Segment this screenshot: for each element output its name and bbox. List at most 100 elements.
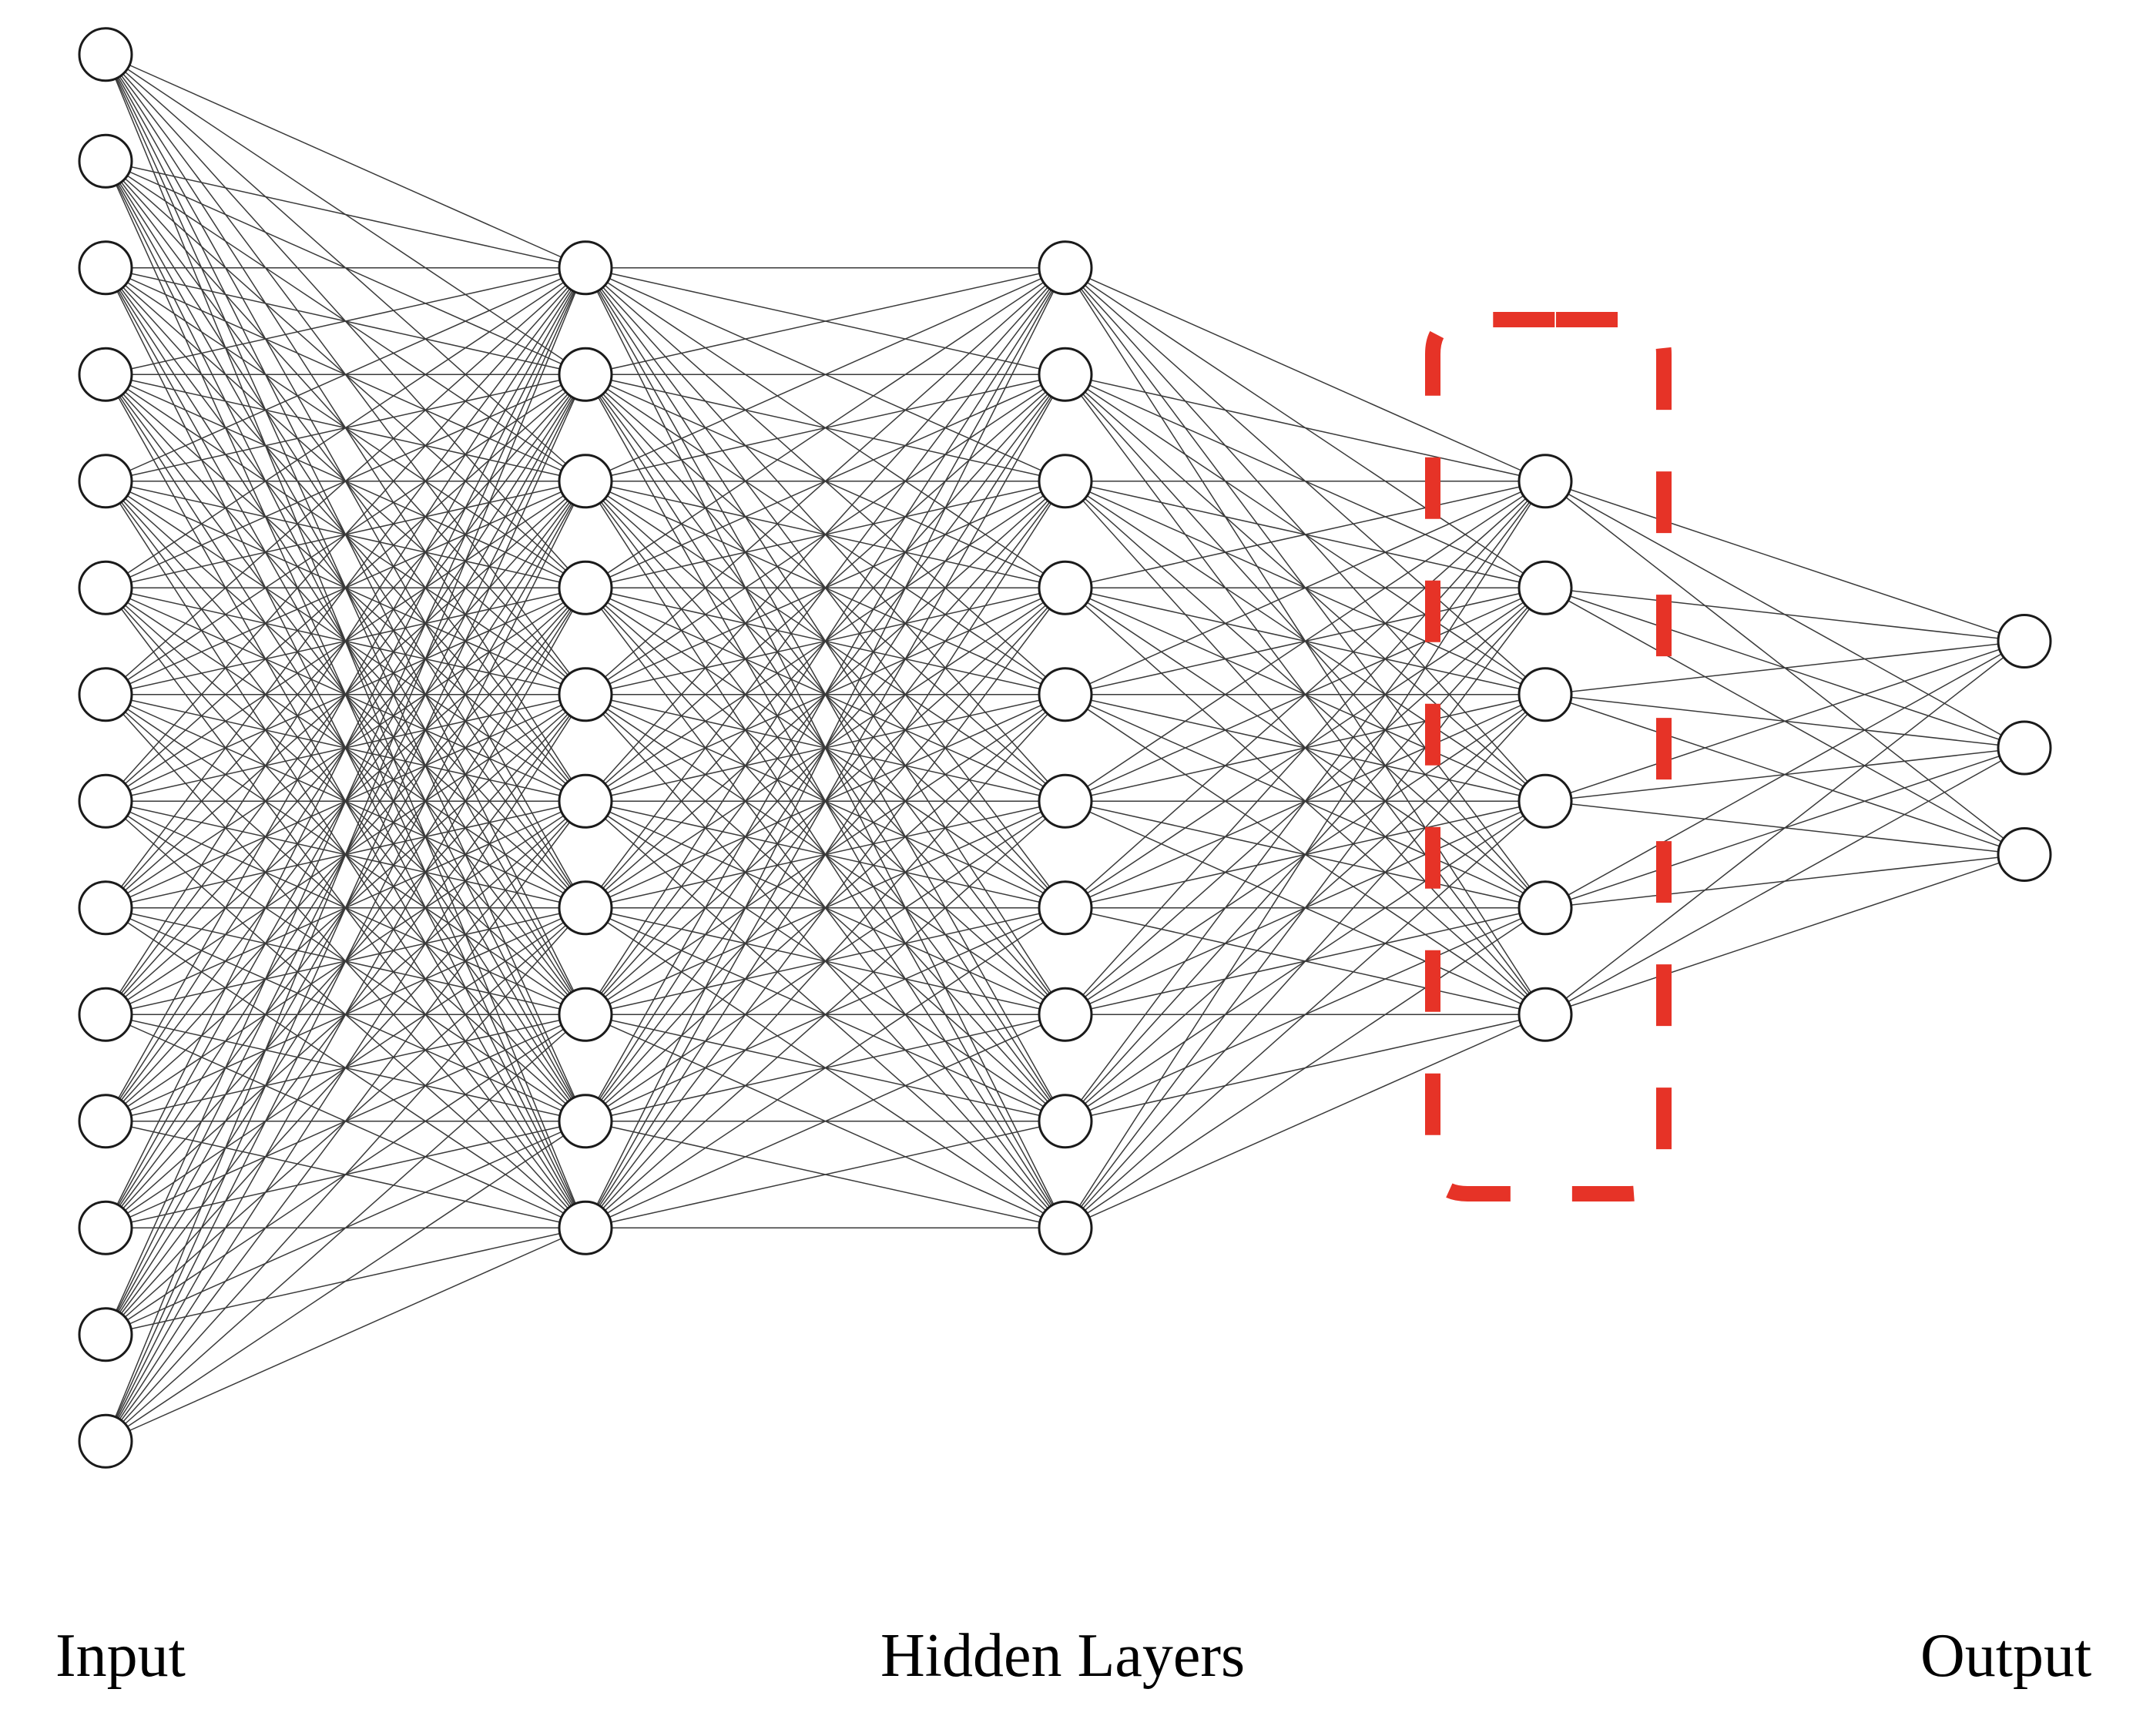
edge-hidden-1-9-to-hidden-2-5 bbox=[585, 800, 1066, 1228]
edge-hidden-3-5-to-output-2 bbox=[1544, 853, 2025, 1015]
neuron-input-3 bbox=[78, 347, 133, 402]
neuron-hidden-1-8 bbox=[558, 1094, 613, 1149]
edge-hidden-2-7-to-hidden-3-0 bbox=[1065, 481, 1546, 1015]
edge-hidden-3-4-to-output-0 bbox=[1544, 640, 2025, 909]
neuron-hidden-1-9 bbox=[558, 1200, 613, 1255]
neuron-input-7 bbox=[78, 773, 133, 829]
connections bbox=[105, 54, 2025, 1442]
edge-input-8-to-hidden-1-0 bbox=[105, 267, 586, 909]
edge-hidden-2-0-to-hidden-3-0 bbox=[1065, 267, 1546, 482]
edge-hidden-1-6-to-hidden-2-0 bbox=[585, 267, 1066, 909]
edge-input-9-to-hidden-1-0 bbox=[105, 267, 586, 1015]
neuron-hidden-3-5 bbox=[1518, 987, 1573, 1042]
neuron-hidden-3-0 bbox=[1518, 454, 1573, 509]
edge-hidden-2-9-to-hidden-3-2 bbox=[1065, 694, 1546, 1228]
input-label: Input bbox=[55, 1622, 186, 1690]
edge-hidden-1-8-to-hidden-2-0 bbox=[585, 267, 1066, 1122]
edge-input-1-to-hidden-1-0 bbox=[105, 160, 586, 269]
neuron-hidden-2-9 bbox=[1038, 1200, 1093, 1255]
edge-input-10-to-hidden-1-0 bbox=[105, 267, 586, 1122]
neuron-hidden-1-7 bbox=[558, 987, 613, 1042]
neuron-input-13 bbox=[78, 1413, 133, 1469]
neuron-input-11 bbox=[78, 1200, 133, 1255]
edge-hidden-1-9-to-hidden-2-1 bbox=[585, 374, 1066, 1228]
neuron-output-2 bbox=[1997, 827, 2052, 882]
edge-hidden-2-9-to-hidden-3-3 bbox=[1065, 800, 1546, 1228]
edge-input-11-to-hidden-1-0 bbox=[105, 267, 586, 1228]
neuron-hidden-2-0 bbox=[1038, 240, 1093, 296]
edge-hidden-2-6-to-hidden-3-0 bbox=[1065, 481, 1546, 909]
edge-hidden-2-8-to-hidden-3-0 bbox=[1065, 481, 1546, 1122]
edge-hidden-1-9-to-hidden-2-0 bbox=[585, 267, 1066, 1228]
neuron-input-8 bbox=[78, 880, 133, 936]
neuron-hidden-3-1 bbox=[1518, 560, 1573, 615]
neuron-hidden-1-5 bbox=[558, 773, 613, 829]
edge-hidden-3-1-to-output-0 bbox=[1544, 587, 2025, 642]
edge-hidden-3-0-to-output-0 bbox=[1544, 481, 2025, 642]
neurons bbox=[78, 27, 2052, 1469]
edge-hidden-2-9-to-hidden-3-5 bbox=[1065, 1014, 1546, 1228]
edge-input-13-to-hidden-1-6 bbox=[105, 907, 586, 1442]
neuron-hidden-1-3 bbox=[558, 560, 613, 615]
edge-input-13-to-hidden-1-7 bbox=[105, 1014, 586, 1442]
edge-input-13-to-hidden-1-0 bbox=[105, 267, 586, 1442]
neuron-input-1 bbox=[78, 133, 133, 189]
neuron-hidden-3-2 bbox=[1518, 667, 1573, 722]
neuron-hidden-3-4 bbox=[1518, 880, 1573, 936]
neuron-hidden-2-3 bbox=[1038, 560, 1093, 615]
edge-hidden-2-9-to-hidden-3-0 bbox=[1065, 481, 1546, 1228]
edge-input-13-to-hidden-1-9 bbox=[105, 1227, 586, 1442]
edge-hidden-1-4-to-hidden-2-0 bbox=[585, 267, 1066, 695]
edge-hidden-3-5-to-output-1 bbox=[1544, 747, 2025, 1015]
neuron-input-6 bbox=[78, 667, 133, 722]
edge-hidden-2-5-to-hidden-3-0 bbox=[1065, 481, 1546, 802]
neuron-input-5 bbox=[78, 560, 133, 615]
edge-hidden-3-2-to-output-0 bbox=[1544, 640, 2025, 695]
neuron-input-4 bbox=[78, 454, 133, 509]
neuron-hidden-3-3 bbox=[1518, 773, 1573, 829]
neuron-hidden-2-4 bbox=[1038, 667, 1093, 722]
edge-input-5-to-hidden-1-0 bbox=[105, 267, 586, 588]
edge-input-13-to-hidden-1-8 bbox=[105, 1121, 586, 1442]
edge-hidden-1-3-to-hidden-2-0 bbox=[585, 267, 1066, 588]
neuron-hidden-2-1 bbox=[1038, 347, 1093, 402]
edge-input-3-to-hidden-1-0 bbox=[105, 267, 586, 375]
edge-hidden-2-3-to-hidden-3-0 bbox=[1065, 481, 1546, 588]
edge-hidden-1-5-to-hidden-2-0 bbox=[585, 267, 1066, 802]
edge-hidden-1-9-to-hidden-2-3 bbox=[585, 587, 1066, 1228]
edge-input-13-to-hidden-1-5 bbox=[105, 800, 586, 1442]
neuron-hidden-1-4 bbox=[558, 667, 613, 722]
output-label: Output bbox=[1920, 1622, 2092, 1690]
neuron-hidden-1-2 bbox=[558, 454, 613, 509]
edge-hidden-3-3-to-output-0 bbox=[1544, 640, 2025, 802]
neuron-hidden-2-2 bbox=[1038, 454, 1093, 509]
edge-hidden-1-9-to-hidden-2-2 bbox=[585, 481, 1066, 1228]
edge-hidden-1-7-to-hidden-2-0 bbox=[585, 267, 1066, 1015]
neuron-hidden-2-8 bbox=[1038, 1094, 1093, 1149]
neuron-output-0 bbox=[1997, 614, 2052, 669]
neuron-hidden-1-6 bbox=[558, 880, 613, 936]
edge-input-13-to-hidden-1-4 bbox=[105, 694, 586, 1442]
neuron-hidden-1-0 bbox=[558, 240, 613, 296]
edge-hidden-1-9-to-hidden-2-6 bbox=[585, 907, 1066, 1228]
neuron-hidden-2-5 bbox=[1038, 773, 1093, 829]
neuron-output-1 bbox=[1997, 720, 2052, 776]
edge-hidden-2-9-to-hidden-3-4 bbox=[1065, 907, 1546, 1228]
edge-input-12-to-hidden-1-0 bbox=[105, 267, 586, 1336]
edge-input-7-to-hidden-1-0 bbox=[105, 267, 586, 802]
edge-hidden-2-1-to-hidden-3-0 bbox=[1065, 374, 1546, 482]
edge-input-0-to-hidden-1-0 bbox=[105, 54, 586, 269]
edge-hidden-2-4-to-hidden-3-0 bbox=[1065, 481, 1546, 695]
edge-hidden-1-2-to-hidden-2-0 bbox=[585, 267, 1066, 482]
edge-hidden-1-9-to-hidden-2-7 bbox=[585, 1014, 1066, 1228]
edge-hidden-3-5-to-output-0 bbox=[1544, 640, 2025, 1015]
edge-input-13-to-hidden-1-1 bbox=[105, 374, 586, 1442]
neuron-hidden-2-6 bbox=[1038, 880, 1093, 936]
edge-hidden-1-9-to-hidden-2-4 bbox=[585, 694, 1066, 1228]
neuron-hidden-2-7 bbox=[1038, 987, 1093, 1042]
neuron-input-12 bbox=[78, 1307, 133, 1362]
edge-input-13-to-hidden-1-2 bbox=[105, 481, 586, 1442]
hidden-layers-label: Hidden Layers bbox=[880, 1622, 1246, 1690]
neuron-input-9 bbox=[78, 987, 133, 1042]
